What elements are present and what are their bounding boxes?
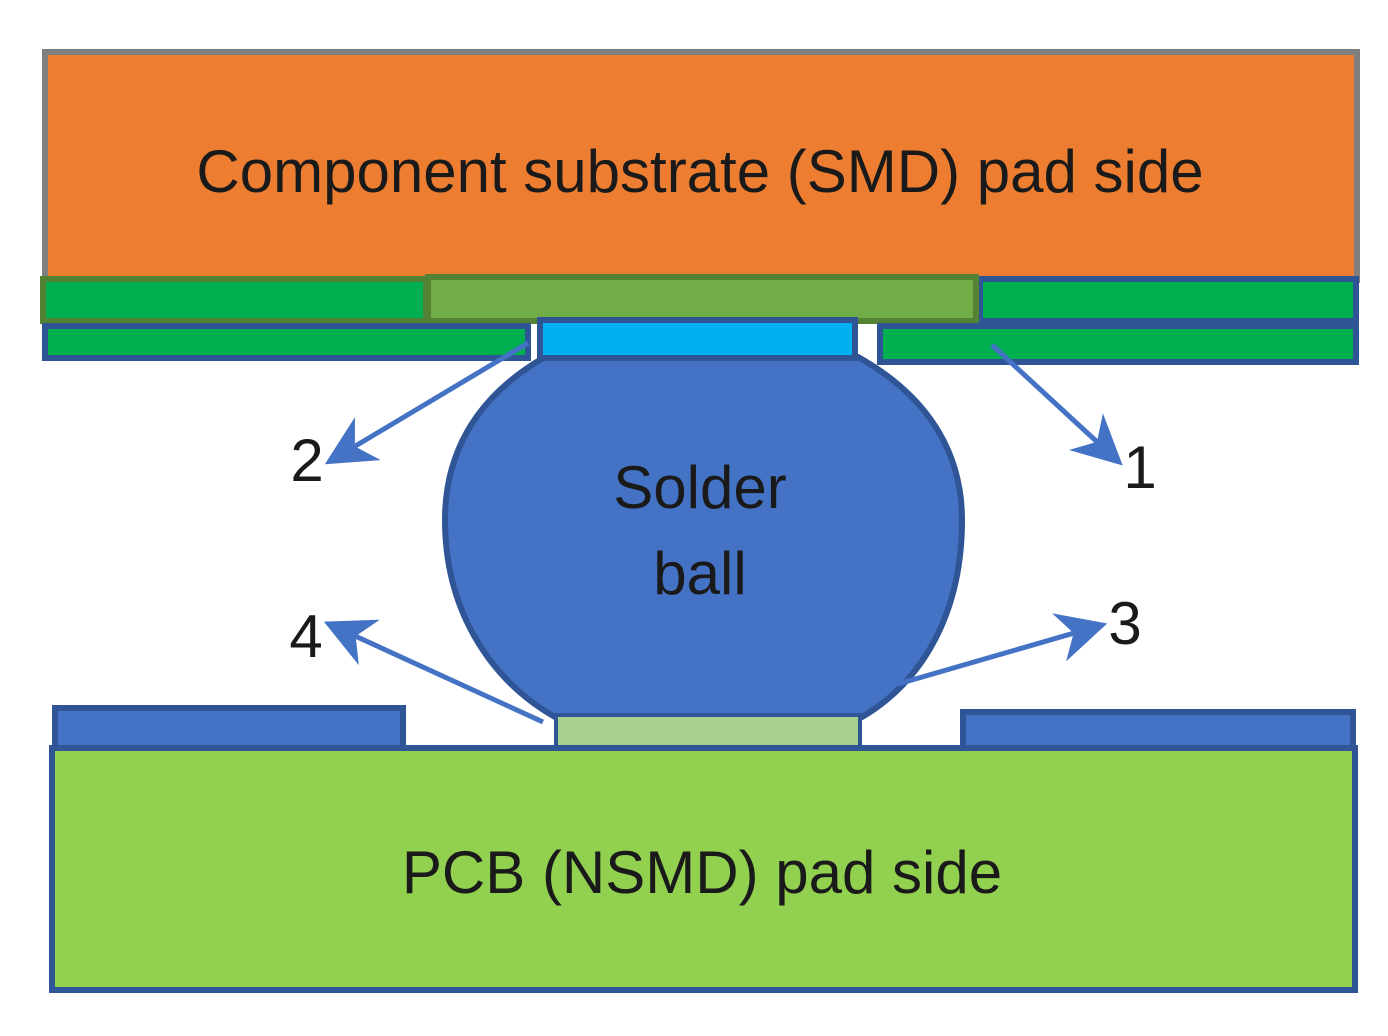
pcb-solder-mask-right bbox=[960, 709, 1356, 753]
solder-ball bbox=[441, 354, 966, 720]
upper-solder-mask-left bbox=[40, 276, 429, 324]
pcb-board bbox=[49, 745, 1358, 993]
callout-arrow-3 bbox=[897, 613, 1108, 687]
smd-mask-overlap bbox=[425, 274, 979, 324]
callout-arrow-1 bbox=[990, 343, 1123, 466]
callout-label-2: 2 bbox=[290, 427, 323, 494]
pcb-pad bbox=[554, 713, 862, 750]
component-substrate bbox=[42, 49, 1360, 283]
upper-solder-mask-right bbox=[977, 276, 1359, 324]
pcb-solder-mask-left bbox=[52, 705, 406, 751]
pcb-label: PCB (NSMD) pad side bbox=[402, 839, 1002, 906]
callout-arrow-2 bbox=[324, 340, 530, 465]
lower-solder-mask-right bbox=[877, 323, 1359, 365]
callout-label-3: 3 bbox=[1108, 590, 1141, 657]
component-substrate-label: Component substrate (SMD) pad side bbox=[196, 138, 1203, 205]
callout-label-4: 4 bbox=[289, 603, 322, 670]
lower-solder-mask-left bbox=[42, 323, 531, 361]
solder-ball-label-line2: ball bbox=[653, 540, 746, 607]
callout-label-1: 1 bbox=[1123, 434, 1156, 501]
component-pad bbox=[537, 317, 858, 361]
solder-ball-label-line1: Solder bbox=[613, 454, 786, 521]
callout-arrow-4 bbox=[323, 619, 545, 725]
